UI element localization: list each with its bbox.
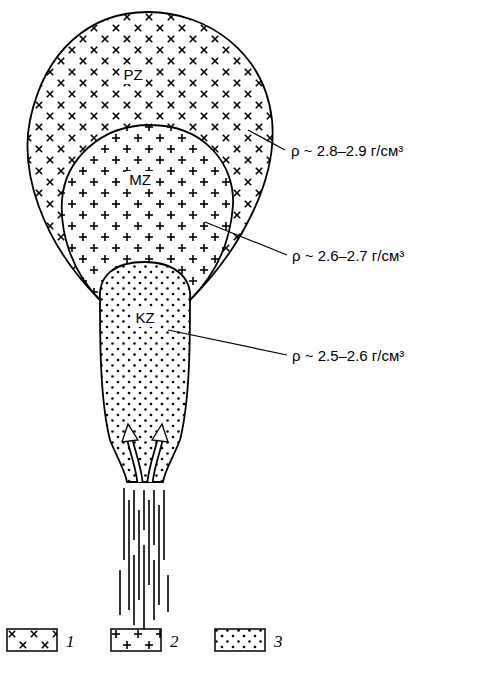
zone-label: PZ bbox=[120, 66, 145, 85]
zone-balloon: PZ MZKZ bbox=[18, 8, 282, 308]
zone-balloon: MZKZ bbox=[56, 120, 240, 306]
legend-number: 3 bbox=[274, 632, 283, 652]
zone-label: MZ bbox=[126, 171, 154, 190]
legend-swatch bbox=[214, 628, 266, 652]
density-label: ρ ~ 2.6–2.7 г/см³ bbox=[290, 247, 406, 265]
zone-label: KZ bbox=[132, 309, 157, 328]
legend-pattern bbox=[214, 628, 266, 652]
legend-swatch bbox=[110, 628, 162, 652]
zone-balloon: KZ bbox=[94, 256, 196, 486]
legend-swatch bbox=[6, 628, 58, 652]
density-label: ρ ~ 2.5–2.6 г/см³ bbox=[290, 347, 406, 365]
legend-pattern bbox=[6, 628, 58, 652]
legend-number: 1 bbox=[66, 632, 75, 652]
zone-outline bbox=[94, 256, 196, 486]
density-label: ρ ~ 2.8–2.9 г/см³ bbox=[289, 142, 405, 160]
legend-pattern bbox=[110, 628, 162, 652]
legend-number: 2 bbox=[170, 632, 179, 652]
